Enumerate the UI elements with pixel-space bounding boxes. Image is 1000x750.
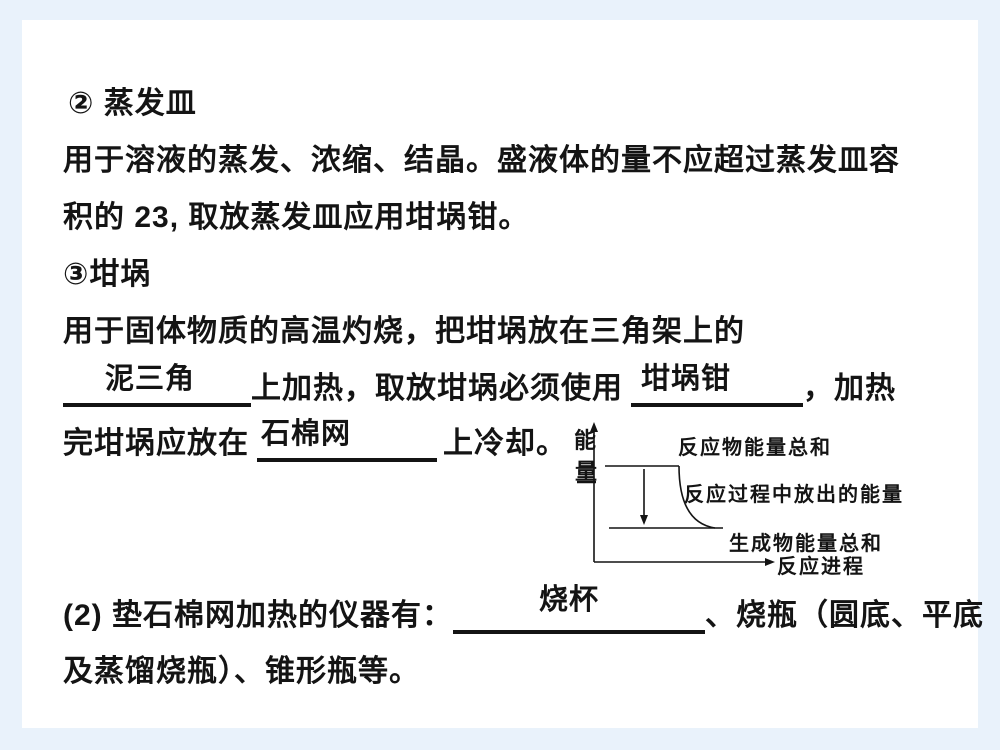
blank-crucible-tongs: 坩埚钳 <box>631 363 803 407</box>
slide-content-panel <box>22 20 978 728</box>
blank-clay-triangle: 泥三角 <box>63 363 251 407</box>
y-axis-arrowhead-icon <box>590 422 598 432</box>
crucible-desc-line2: 泥三角 上加热，取放坩埚必须使用坩埚钳 ，加热 <box>63 363 896 407</box>
label-x-axis-reaction-progress: 反应进程 <box>777 554 865 578</box>
evaporating-dish-desc-line2-text: 积的 23, 取放蒸发皿应用坩埚钳。 <box>63 201 530 234</box>
crucible-desc-line1: 用于固体物质的高温灼烧，把坩埚放在三角架上的 <box>63 314 745 350</box>
energy-drop-arrowhead-icon <box>640 515 648 525</box>
mesh-heating-instruments-prefix: (2) 垫石棉网加热的仪器有： <box>63 599 453 632</box>
label-products-total: 生成物能量总和 <box>729 531 883 555</box>
mesh-heating-instruments-line2: 及蒸馏烧瓶）、锥形瓶等。 <box>63 654 420 690</box>
crucible-desc-line3-start: 完坩埚应放在 <box>63 427 249 460</box>
heading-evaporating-dish: ② 蒸发皿 <box>68 86 197 122</box>
heading-evaporating-dish-text: ② 蒸发皿 <box>68 87 197 120</box>
blank-crucible-tongs-answer: 坩埚钳 <box>641 363 732 395</box>
x-axis-arrowhead-icon <box>765 558 775 566</box>
blank-asbestos-mesh: 石棉网 <box>257 418 437 462</box>
crucible-desc-line2-end: ，加热 <box>803 372 896 405</box>
blank-beaker: 烧杯 <box>453 584 705 634</box>
crucible-desc-line1-text: 用于固体物质的高温灼烧，把坩埚放在三角架上的 <box>63 315 745 348</box>
crucible-desc-line3: 完坩埚应放在石棉网 上冷却。 <box>63 418 567 462</box>
crucible-desc-line2-mid: 上加热，取放坩埚必须使用 <box>251 372 623 405</box>
mesh-heating-instruments-line2-text: 及蒸馏烧瓶）、锥形瓶等。 <box>63 655 420 688</box>
evaporating-dish-desc-line2: 积的 23, 取放蒸发皿应用坩埚钳。 <box>63 200 529 236</box>
blank-asbestos-mesh-answer: 石棉网 <box>261 418 352 450</box>
energy-diagram: 能 量 反应物能量总和 反应过程中放出的能量 生成物能量总和 反应进程 <box>574 422 904 578</box>
label-energy-released: 反应过程中放出的能量 <box>684 482 904 506</box>
heading-crucible: ③坩埚 <box>63 257 151 293</box>
blank-beaker-answer: 烧杯 <box>539 584 600 616</box>
energy-curve <box>678 465 716 529</box>
blank-clay-triangle-answer: 泥三角 <box>105 363 196 395</box>
crucible-desc-line3-end: 上冷却。 <box>443 427 567 460</box>
label-reactants-total: 反应物能量总和 <box>678 435 832 459</box>
y-axis-label-char2: 量 <box>575 459 597 484</box>
mesh-heating-instruments-suffix: 、烧瓶（圆底、平底 <box>705 599 984 632</box>
heading-crucible-text: ③坩埚 <box>63 258 152 291</box>
y-axis-label-char1: 能 <box>574 428 596 453</box>
mesh-heating-instruments-line1: (2) 垫石棉网加热的仪器有： 烧杯 、烧瓶（圆底、平底 <box>63 584 984 634</box>
evaporating-dish-desc-line1: 用于溶液的蒸发、浓缩、结晶。盛液体的量不应超过蒸发皿容 <box>63 143 900 179</box>
evaporating-dish-desc-line1-text: 用于溶液的蒸发、浓缩、结晶。盛液体的量不应超过蒸发皿容 <box>63 144 900 177</box>
